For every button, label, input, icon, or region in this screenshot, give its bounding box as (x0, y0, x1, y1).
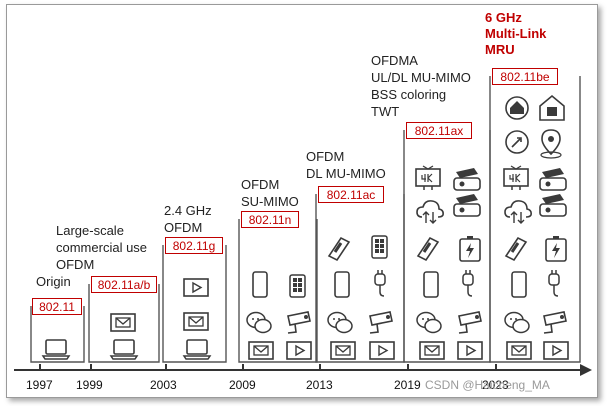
phone-icon (511, 271, 527, 298)
timeline-arrow (580, 364, 592, 376)
laptop-icon (109, 339, 139, 360)
features-2019-line-3: BSS coloring (371, 87, 447, 102)
security-camera-icon (287, 311, 311, 334)
vr-headset-icon (539, 168, 567, 191)
pos-terminal-icon (416, 236, 440, 262)
generation-step (162, 245, 227, 363)
video-icon (457, 341, 483, 360)
plug-icon (462, 270, 474, 297)
features-1999-line-3: OFDM (56, 257, 95, 272)
mail-icon (330, 341, 356, 360)
security-camera-icon (369, 311, 393, 334)
mail-icon (183, 312, 209, 331)
mail-icon (110, 313, 136, 332)
features-1999-line-2: commercial use (56, 240, 148, 255)
features-1997-line-1: Origin (36, 274, 71, 289)
vr-headset-icon (453, 194, 481, 217)
battery-icon (545, 236, 567, 262)
doorbell-icon (505, 96, 529, 120)
year-1997: 1997 (26, 378, 53, 392)
features-2019-line-2: UL/DL MU-MIMO (371, 70, 471, 85)
laptop-icon (182, 339, 212, 360)
chat-icon (416, 311, 442, 334)
features-2023-line-2: Multi-Link (485, 26, 547, 41)
pos-terminal-icon (327, 236, 351, 262)
features-2023-line-1: 6 GHz (485, 10, 522, 25)
plug-icon (374, 270, 386, 297)
standard-802-11g: 802.11g (165, 237, 223, 254)
standard-802-11n: 802.11n (241, 211, 299, 228)
video-icon (369, 341, 395, 360)
smart-home-icon (539, 94, 565, 121)
security-camera-icon (458, 311, 482, 334)
generation-step (403, 130, 491, 363)
features-2019-line-1: OFDMA (371, 53, 418, 68)
video-icon (183, 278, 209, 297)
year-2003: 2003 (150, 378, 177, 392)
app-grid-icon (371, 235, 388, 259)
app-grid-icon (289, 274, 306, 298)
vr-headset-icon (453, 168, 481, 191)
standard-802-11ab: 802.11a/b (91, 276, 157, 293)
features-2019-line-4: TWT (371, 104, 400, 119)
year-1999: 1999 (76, 378, 103, 392)
mail-icon (506, 341, 532, 360)
compass-icon (505, 130, 529, 154)
cloud-sync-icon (504, 200, 532, 224)
phone-icon (423, 271, 439, 298)
features-1999-line-1: Large-scale (56, 223, 124, 238)
features-2003-line-1: 2.4 GHz (164, 203, 212, 218)
vr-headset-icon (539, 194, 567, 217)
cloud-sync-icon (416, 200, 444, 224)
chat-icon (504, 311, 530, 334)
year-2019: 2019 (394, 378, 421, 392)
features-2009-line-1: OFDM (241, 177, 280, 192)
year-2009: 2009 (229, 378, 256, 392)
year-2013: 2013 (306, 378, 333, 392)
watermark: CSDN @Haicheng_MA (425, 378, 550, 392)
features-2003-line-2: OFDM (164, 220, 203, 235)
mail-icon (248, 341, 274, 360)
video-icon (543, 341, 569, 360)
generation-step (315, 194, 405, 363)
plug-icon (548, 270, 560, 297)
generation-step (30, 306, 85, 363)
generation-step (489, 76, 581, 363)
phone-icon (252, 271, 268, 298)
laptop-icon (41, 339, 71, 360)
standard-802-11ac: 802.11ac (318, 186, 384, 203)
features-2013-line-2: DL MU-MIMO (306, 166, 386, 181)
chat-icon (246, 311, 272, 334)
features-2009-line-2: SU-MIMO (241, 194, 299, 209)
generation-step (238, 219, 318, 363)
year-2023: 2023 (482, 378, 509, 392)
video-icon (286, 341, 312, 360)
pos-terminal-icon (504, 236, 528, 262)
standard-802-11ax: 802.11ax (406, 122, 472, 139)
standard-802-11: 802.11 (32, 298, 82, 315)
security-camera-icon (543, 311, 567, 334)
battery-icon (459, 236, 481, 262)
standard-802-11be: 802.11be (492, 68, 558, 85)
4k-tv-icon (415, 165, 441, 190)
location-pin-icon (540, 129, 562, 159)
features-2023-line-3: MRU (485, 42, 515, 57)
phone-icon (334, 271, 350, 298)
4k-tv-icon (503, 165, 529, 190)
features-2013-line-1: OFDM (306, 149, 345, 164)
generation-step (88, 284, 160, 363)
chat-icon (327, 311, 353, 334)
mail-icon (419, 341, 445, 360)
